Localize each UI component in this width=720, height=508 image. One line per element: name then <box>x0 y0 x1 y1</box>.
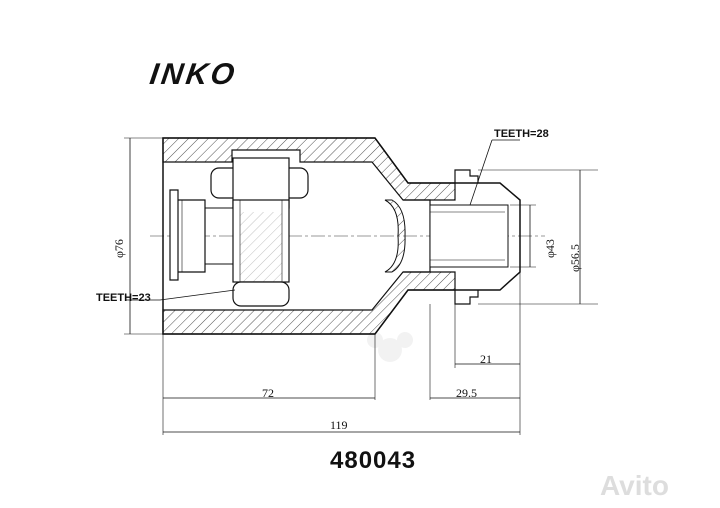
roller-lower <box>232 281 290 307</box>
watermark-text: Avito <box>600 470 669 501</box>
label-length-119: 119 <box>330 418 348 432</box>
label-length-29-5: 29.5 <box>456 386 477 400</box>
flange-ring-top <box>454 169 479 183</box>
label-length-72: 72 <box>262 386 274 400</box>
label-dia-56-5: φ56.5 <box>568 244 582 272</box>
brand-logo: INKO <box>147 58 240 91</box>
label-length-21: 21 <box>480 352 492 366</box>
label-dia-43: φ43 <box>543 239 557 258</box>
label-dia-76: φ76 <box>112 239 126 258</box>
stem-spline <box>429 204 509 268</box>
part-number: 480043 <box>330 447 417 474</box>
label-teeth-28: TEETH=28 <box>494 128 549 140</box>
flange-ring-bottom <box>454 290 479 305</box>
boot-clamp <box>169 189 206 281</box>
leader-teeth-23 <box>159 289 236 301</box>
housing-lower-wall <box>162 271 456 335</box>
background-watermark-logo <box>367 332 413 362</box>
circlip <box>384 199 406 273</box>
leader-teeth-28 <box>469 139 493 206</box>
housing-upper-wall <box>162 137 456 201</box>
label-teeth-23: TEETH=23 <box>96 292 151 304</box>
